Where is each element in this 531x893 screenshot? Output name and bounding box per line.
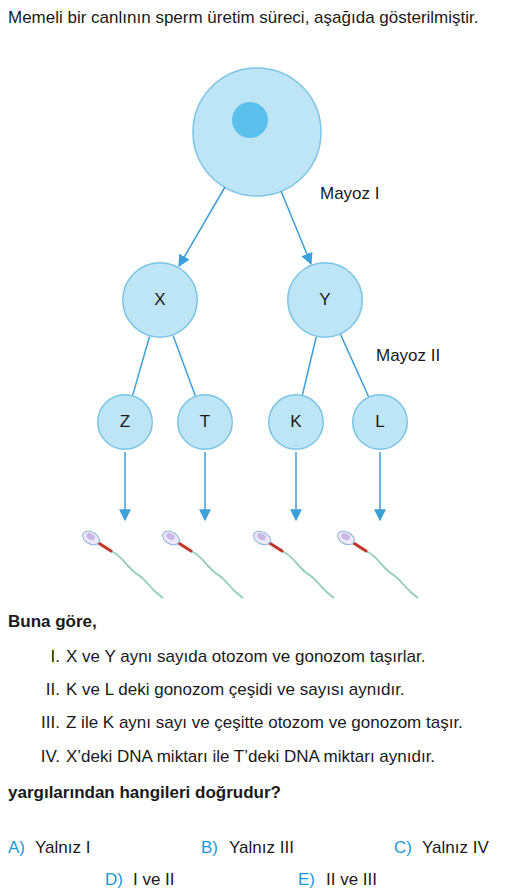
question-text: X’deki DNA miktarı ile T’deki DNA miktar…: [66, 743, 435, 771]
question-stem: Memeli bir canlının sperm üretim süreci,…: [8, 4, 523, 32]
cell-body: [178, 395, 233, 450]
question-text: X ve Y aynı sayıda otozom ve gonozom taş…: [66, 643, 425, 671]
division-line: [302, 337, 316, 395]
question-text: Mayoz I: [320, 180, 380, 208]
question-text: Yalnız I: [35, 834, 90, 862]
question-text: K ve L deki gonozom çeşidi ve sayısı ayn…: [66, 676, 405, 704]
cell-letter: T: [200, 412, 210, 432]
nucleus: [232, 102, 268, 138]
cell-body: [288, 263, 363, 338]
question-text: yargılarından hangileri doğrudur?: [8, 779, 281, 807]
cell-circle: Y: [287, 262, 363, 338]
option-letter: E): [298, 866, 315, 893]
question-text: IV.: [20, 743, 60, 771]
cell-letter: L: [375, 412, 384, 432]
question-text: II ve III: [326, 866, 377, 893]
option-letter: D): [105, 866, 123, 893]
maturation-arrow: [204, 452, 206, 520]
question-text: Buna göre,: [8, 608, 97, 636]
division-arrow: [179, 187, 225, 266]
maturation-arrow: [295, 452, 297, 520]
question-text: III.: [20, 709, 60, 737]
division-arrow: [281, 191, 311, 264]
maturation-arrow: [379, 452, 381, 520]
question-text: Mayoz II: [376, 342, 440, 370]
cell-letter: Y: [319, 290, 330, 310]
division-line: [173, 336, 195, 396]
sperm-cell: [80, 528, 163, 598]
primary-spermatocyte: [193, 68, 321, 196]
division-line: [133, 337, 150, 396]
cell-body: [353, 395, 408, 450]
cell-letter: K: [290, 412, 301, 432]
sperm-cell: [251, 528, 334, 598]
question-text: II.: [20, 676, 60, 704]
cell-body: [269, 395, 324, 450]
cell-circle: X: [122, 262, 198, 338]
question-text: Yalnız IV: [422, 834, 489, 862]
cell-circle: L: [352, 394, 408, 450]
sperm-cell: [335, 528, 418, 598]
option-letter: A): [8, 834, 25, 862]
option-letter: C): [394, 834, 412, 862]
question-text: I.: [20, 643, 60, 671]
cell-body: [123, 263, 198, 338]
cell-circle: Z: [97, 394, 153, 450]
question-text: I ve II: [133, 866, 175, 893]
cell-body: [98, 395, 153, 450]
sperm-cell: [160, 528, 243, 598]
option-letter: B): [201, 834, 218, 862]
question-text: Yalnız III: [229, 834, 294, 862]
cell-circle: T: [177, 394, 233, 450]
division-line: [341, 335, 369, 397]
cell-circle: K: [268, 394, 324, 450]
cell-letter: X: [154, 290, 165, 310]
maturation-arrow: [124, 452, 126, 520]
cell-letter: Z: [120, 412, 130, 432]
question-text: Z ile K aynı sayı ve çeşitte otozom ve g…: [66, 709, 463, 737]
